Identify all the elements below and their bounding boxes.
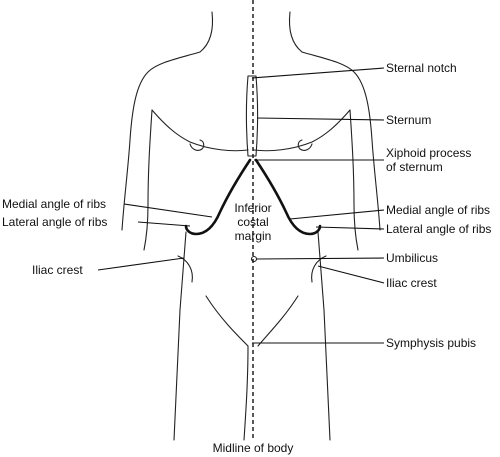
label-lateral-angle-right: Lateral angle of ribs	[386, 222, 491, 236]
right-groin	[257, 295, 299, 347]
label-iliac-crest-left: Iliac crest	[32, 263, 83, 277]
leader-sternal-notch	[251, 67, 385, 79]
leader-lateral-right	[315, 226, 385, 230]
leader-medial-right	[289, 209, 385, 220]
label-lateral-angle-left: Lateral angle of ribs	[2, 215, 107, 229]
label-medial-angle-right: Medial angle of ribs	[386, 203, 490, 217]
label-xiphoid-line1: Xiphoid process	[386, 146, 471, 160]
left-iliac-crest	[177, 255, 193, 283]
leader-iliac-left	[97, 257, 185, 271]
leader-sternum	[256, 117, 385, 121]
label-inferior-costal-line3: margin	[235, 229, 272, 243]
label-medial-angle-left: Medial angle of ribs	[2, 197, 106, 211]
right-inner-arm	[349, 109, 359, 251]
leader-medial-left	[123, 203, 213, 218]
label-inferior-costal-line2: costal	[237, 215, 268, 229]
body-outline	[121, 11, 381, 441]
right-nipple	[297, 139, 313, 151]
label-symphysis-pubis: Symphysis pubis	[386, 336, 476, 350]
left-nipple	[189, 139, 205, 151]
left-inner-leg	[243, 345, 249, 441]
right-costal-margin	[254, 158, 322, 236]
right-flank	[317, 231, 331, 441]
left-inner-arm	[143, 109, 153, 251]
right-pectoral	[253, 109, 351, 152]
left-shoulder-arm	[121, 51, 201, 231]
umbilicus-mark	[250, 255, 258, 263]
label-inferior-costal-line1: Inferior	[234, 201, 271, 215]
left-groin	[205, 295, 249, 347]
left-costal-margin	[184, 158, 252, 236]
sternum-outline	[245, 75, 259, 157]
left-flank	[173, 231, 187, 441]
right-shoulder-arm	[301, 51, 381, 231]
label-xiphoid-line2: of sternum	[386, 160, 443, 174]
costal-margin	[184, 158, 322, 236]
label-midline: Midline of body	[213, 441, 294, 455]
label-iliac-crest-right: Iliac crest	[386, 276, 437, 290]
label-sternum: Sternum	[386, 113, 431, 127]
neck-right	[288, 11, 303, 53]
leader-iliac-right	[317, 265, 385, 284]
neck-left	[199, 11, 214, 53]
labels: Sternal notch Sternum Xiphoid process of…	[2, 61, 491, 455]
leader-lines	[97, 67, 385, 344]
right-iliac-crest	[311, 255, 327, 283]
leader-umbilicus	[255, 257, 385, 260]
label-sternal-notch: Sternal notch	[386, 61, 457, 75]
label-umbilicus: Umbilicus	[386, 251, 438, 265]
leader-lateral-left	[137, 221, 191, 227]
left-pectoral	[151, 109, 249, 152]
